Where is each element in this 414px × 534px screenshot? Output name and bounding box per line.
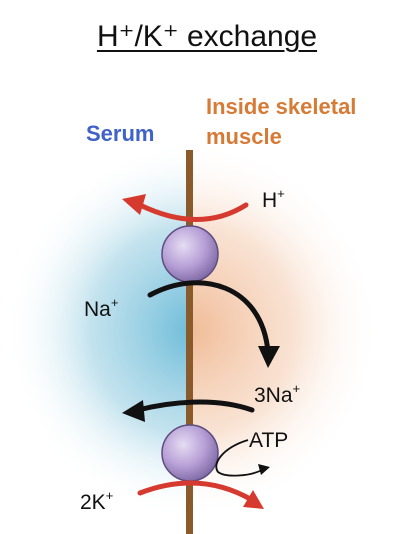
hk-transporter-lower [161,424,219,482]
three-na-efflux-arrow [135,399,255,413]
h-plus-label: H+ [262,185,285,212]
serum-compartment [5,135,190,534]
three-na-plus-label: 3Na+ [254,380,301,407]
h-plus-arrowhead [122,194,146,215]
na-plus-flux-arrow [147,280,271,355]
inside-label-line2: muscle [206,124,282,150]
inside-label-line1: Inside skeletal [206,94,357,119]
two-k-plus-label: 2K+ [80,487,114,514]
h-plus-efflux-arrow [137,202,249,222]
atp-arrowhead [258,464,270,475]
na-plus-label: Na+ [84,294,119,321]
two-k-influx-arrow [137,480,255,503]
hk-transporter-upper [161,225,219,283]
cell-membrane [186,150,193,534]
diagram-title: H⁺/K⁺ exchange [96,20,318,53]
atp-hydrolysis-arrow [215,439,263,477]
three-na-arrowhead [122,400,145,422]
inside-muscle-label: Inside skeletal muscle [206,92,356,153]
serum-label: Serum [86,121,155,146]
two-k-arrowhead [243,490,264,509]
atp-label: ATP [249,429,289,452]
na-plus-arrowhead [258,346,280,368]
muscle-compartment [190,135,375,534]
